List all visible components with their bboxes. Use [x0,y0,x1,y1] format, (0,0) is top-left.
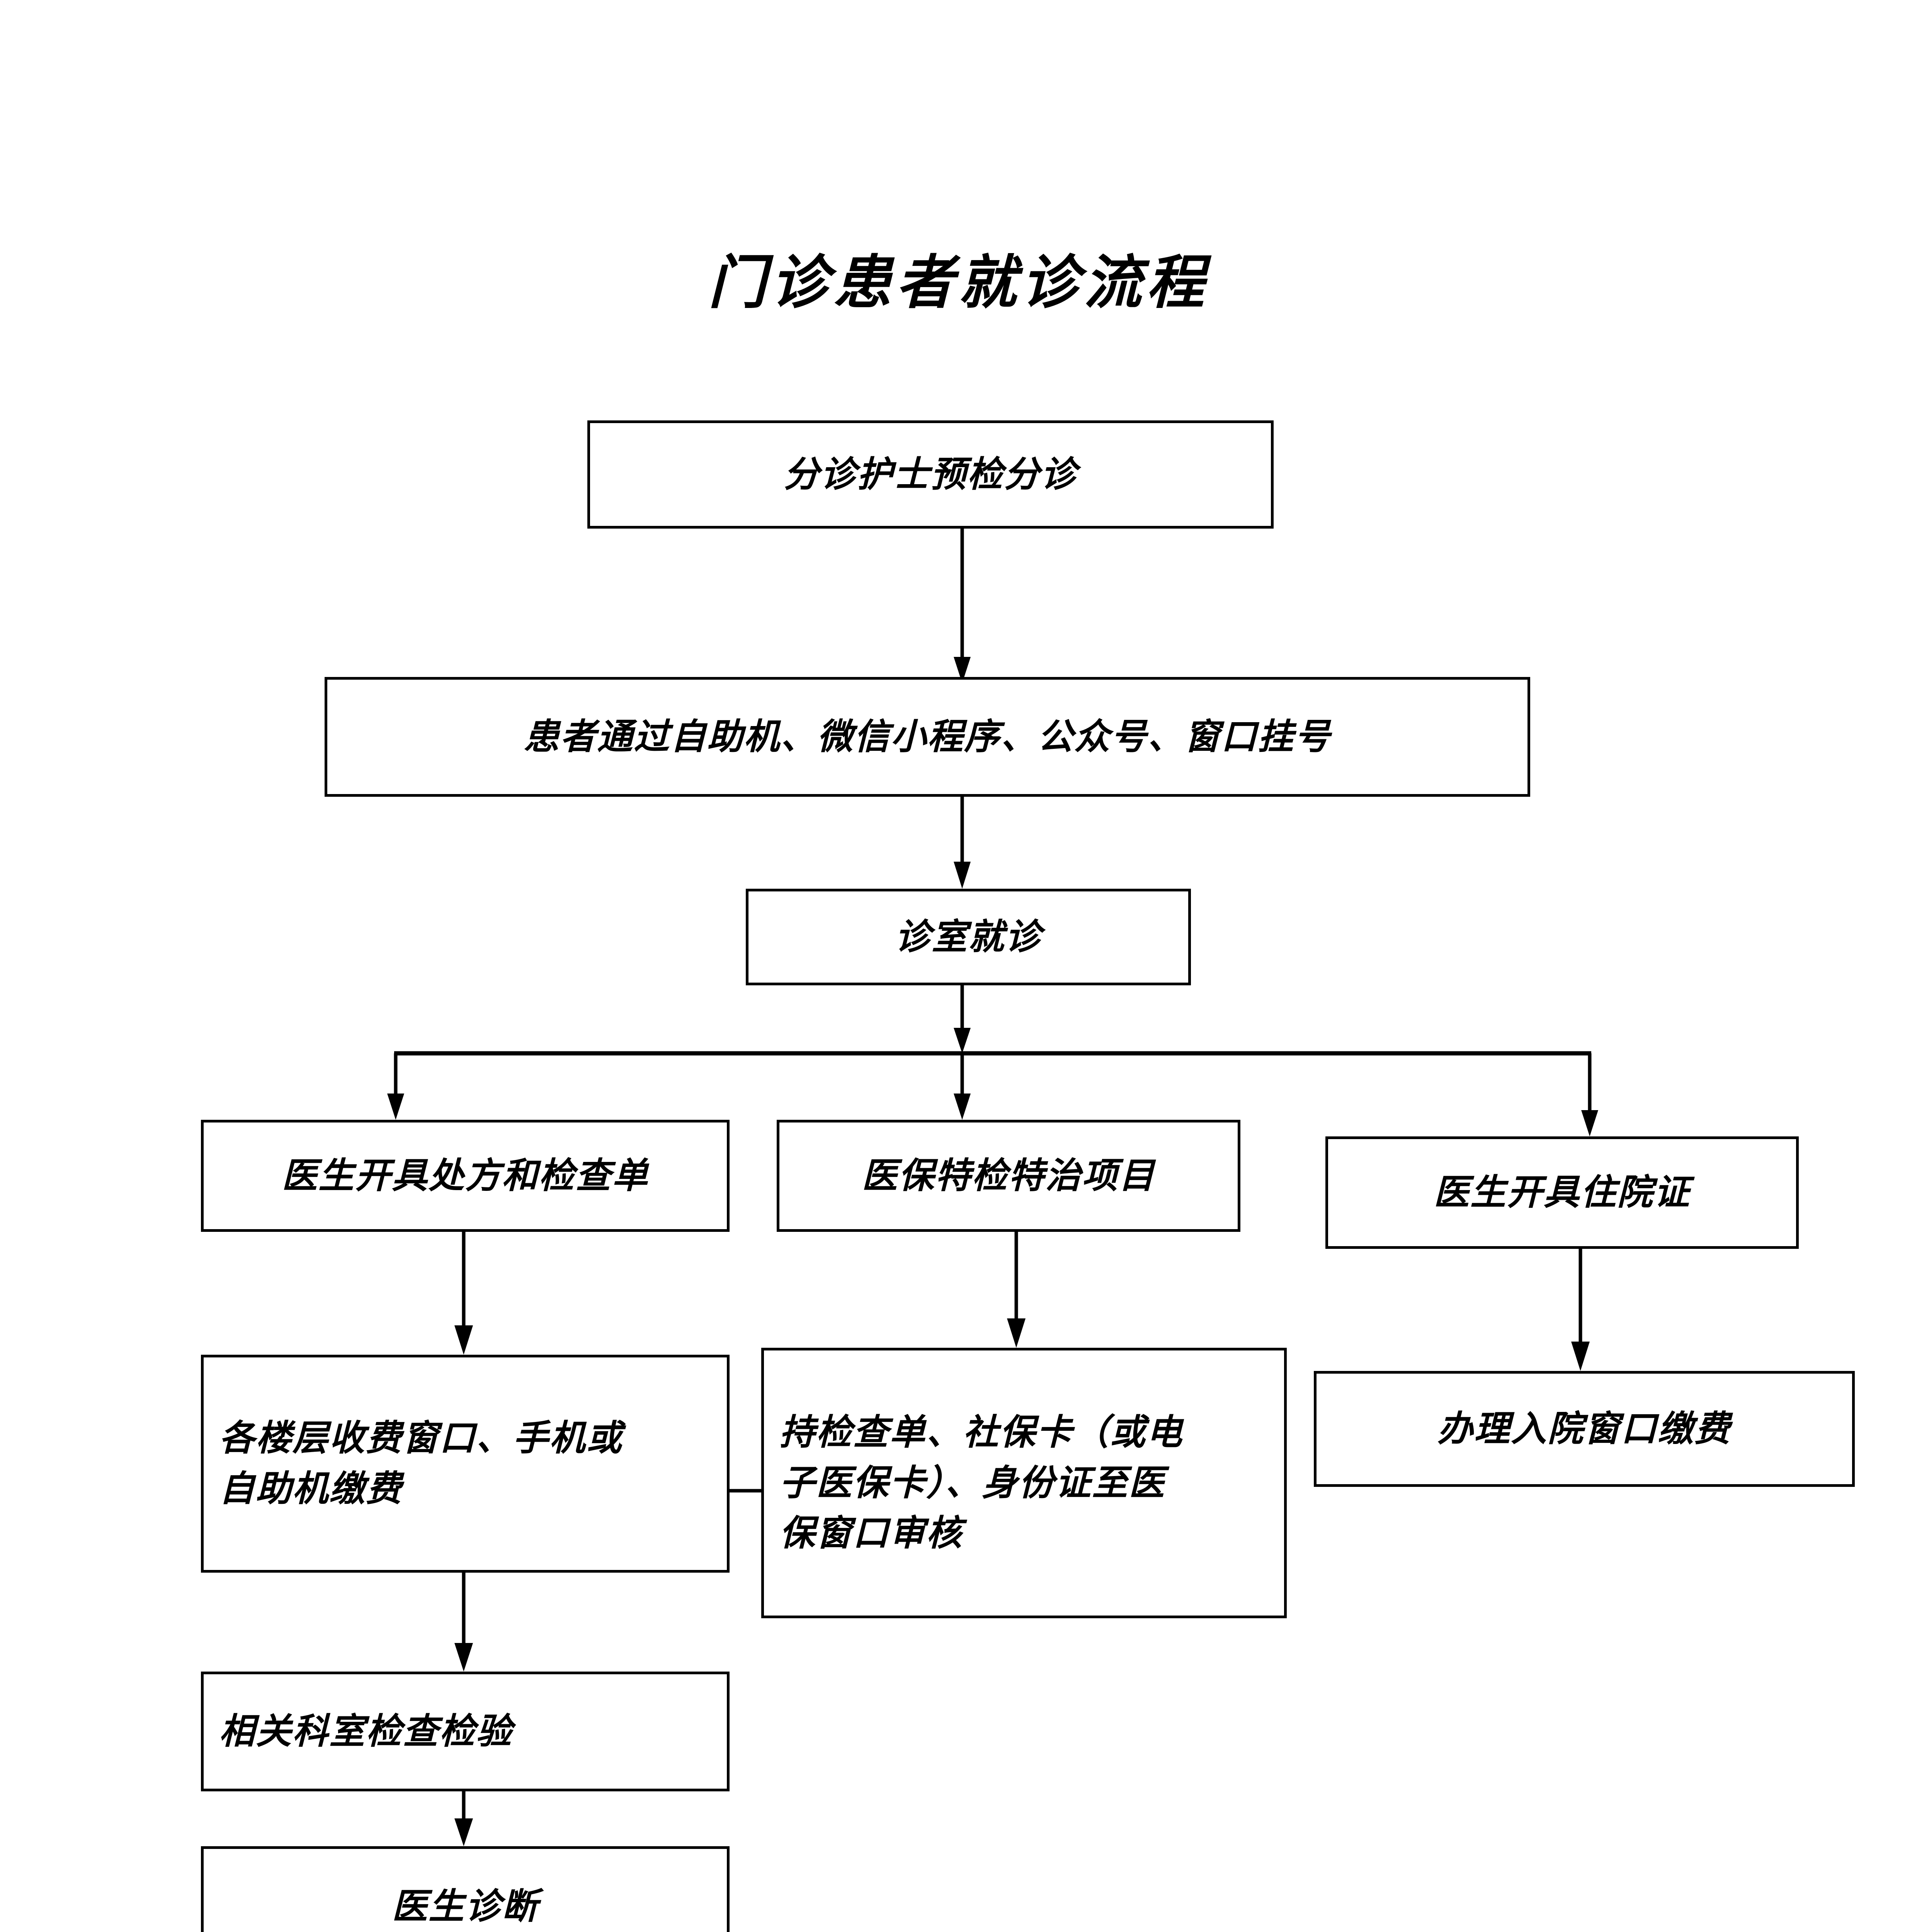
edge-n3-branchbus [387,985,1598,1136]
page-title: 门诊患者就诊流程 [708,251,1209,315]
node-label: 诊室就诊 [895,917,1042,957]
edge-n2-n3 [954,797,971,889]
node-admission-certificate[interactable]: 医生开具住院证 [1325,1136,1799,1249]
edge-n5-n8 [1007,1232,1026,1348]
edge-n6-n9 [1571,1249,1590,1371]
node-registration[interactable]: 患者通过自助机、微信小程序、公众号、窗口挂号 [325,677,1530,797]
node-label: 持检查单、社保卡（或电 子医保卡）、身份证至医 保窗口审核 [779,1413,1184,1553]
edge-n4-n7 [454,1232,473,1355]
node-label: 办理入院窗口缴费 [1437,1409,1731,1449]
node-insurance-window-review[interactable]: 持检查单、社保卡（或电 子医保卡）、身份证至医 保窗口审核 [761,1348,1287,1618]
node-label: 各楼层收费窗口、手机或 自助机缴费 [219,1418,623,1509]
node-label: 医生开具处方和检查单 [281,1156,649,1196]
edge-n10-n11 [454,1791,473,1846]
node-insurance-special-items[interactable]: 医保特检特治项目 [777,1120,1240,1232]
node-consulting-room[interactable]: 诊室就诊 [746,889,1191,985]
node-inpatient-window-payment[interactable]: 办理入院窗口缴费 [1314,1371,1855,1487]
edge-n7-n10 [454,1573,473,1672]
node-floor-payment[interactable]: 各楼层收费窗口、手机或 自助机缴费 [201,1355,730,1573]
node-label: 分诊护士预检分诊 [783,454,1077,494]
node-label: 医生开具住院证 [1433,1173,1691,1213]
node-label: 医保特检特治项目 [861,1156,1155,1196]
node-triage[interactable]: 分诊护士预检分诊 [587,420,1274,529]
node-label: 医生诊断 [391,1886,539,1926]
node-department-examination[interactable]: 相关科室检查检验 [201,1672,730,1791]
node-label: 患者通过自助机、微信小程序、公众号、窗口挂号 [523,717,1331,757]
node-doctor-diagnosis[interactable]: 医生诊断 [201,1846,730,1932]
node-label: 相关科室检查检验 [219,1711,513,1751]
node-doctor-prescription[interactable]: 医生开具处方和检查单 [201,1120,730,1232]
edge-n1-n2 [954,529,971,683]
